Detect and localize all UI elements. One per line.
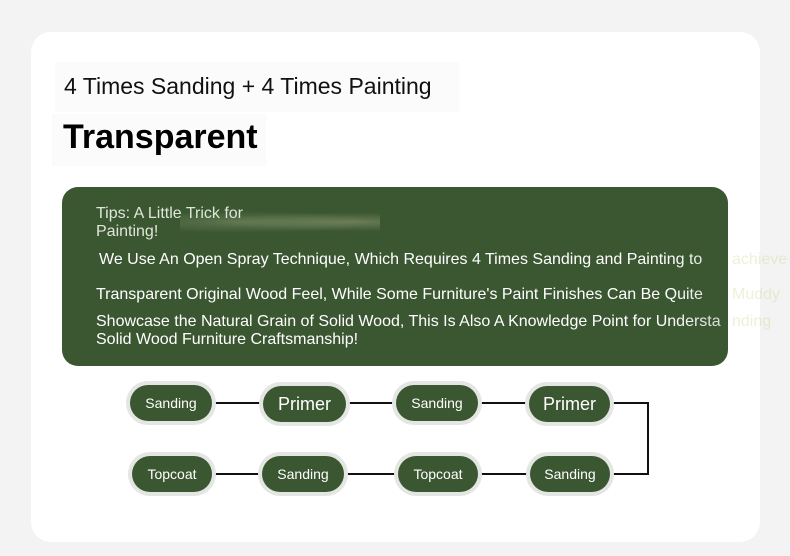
tips-decoration	[180, 211, 380, 233]
step-sanding-4: Sanding	[530, 456, 610, 492]
tips-text-line-3-visible: Showcase the Natural Grain of Solid Wood…	[96, 313, 721, 330]
connector-turn	[610, 402, 649, 475]
tips-text-line-2: Transparent Original Wood Feel, While So…	[96, 286, 703, 304]
step-topcoat-1: Topcoat	[132, 456, 212, 492]
tips-text-line-4: Solid Wood Furniture Craftsmanship!	[96, 331, 359, 348]
tips-edge-fade	[668, 227, 728, 337]
step-primer-1: Primer	[263, 386, 346, 422]
page-title: Transparent	[63, 118, 258, 156]
subtitle-background	[55, 62, 459, 112]
process-subtitle: 4 Times Sanding + 4 Times Painting	[64, 73, 432, 99]
step-sanding-3: Sanding	[262, 456, 344, 492]
tips-text-line-1-visible: We Use An Open Spray Technique, Which Re…	[99, 251, 703, 268]
step-sanding-1: Sanding	[130, 385, 212, 421]
title-background	[52, 114, 266, 166]
tips-overflow-2: Muddy	[732, 286, 781, 303]
tips-overflow-1: achieve	[732, 251, 788, 268]
tips-overflow-3: nding	[732, 313, 772, 330]
step-topcoat-2: Topcoat	[398, 456, 478, 492]
tips-panel: Tips: A Little Trick for Painting! We Us…	[62, 187, 728, 366]
tips-heading: Tips: A Little Trick for Painting!	[96, 205, 244, 240]
step-sanding-2: Sanding	[396, 385, 478, 421]
tips-text-line-2-visible: Transparent Original Wood Feel, While So…	[96, 286, 703, 303]
step-primer-2: Primer	[529, 386, 610, 422]
tips-text-line-3: Showcase the Natural Grain of Solid Wood…	[96, 313, 728, 349]
tips-text-line-1: We Use An Open Spray Technique, Which Re…	[99, 251, 702, 269]
